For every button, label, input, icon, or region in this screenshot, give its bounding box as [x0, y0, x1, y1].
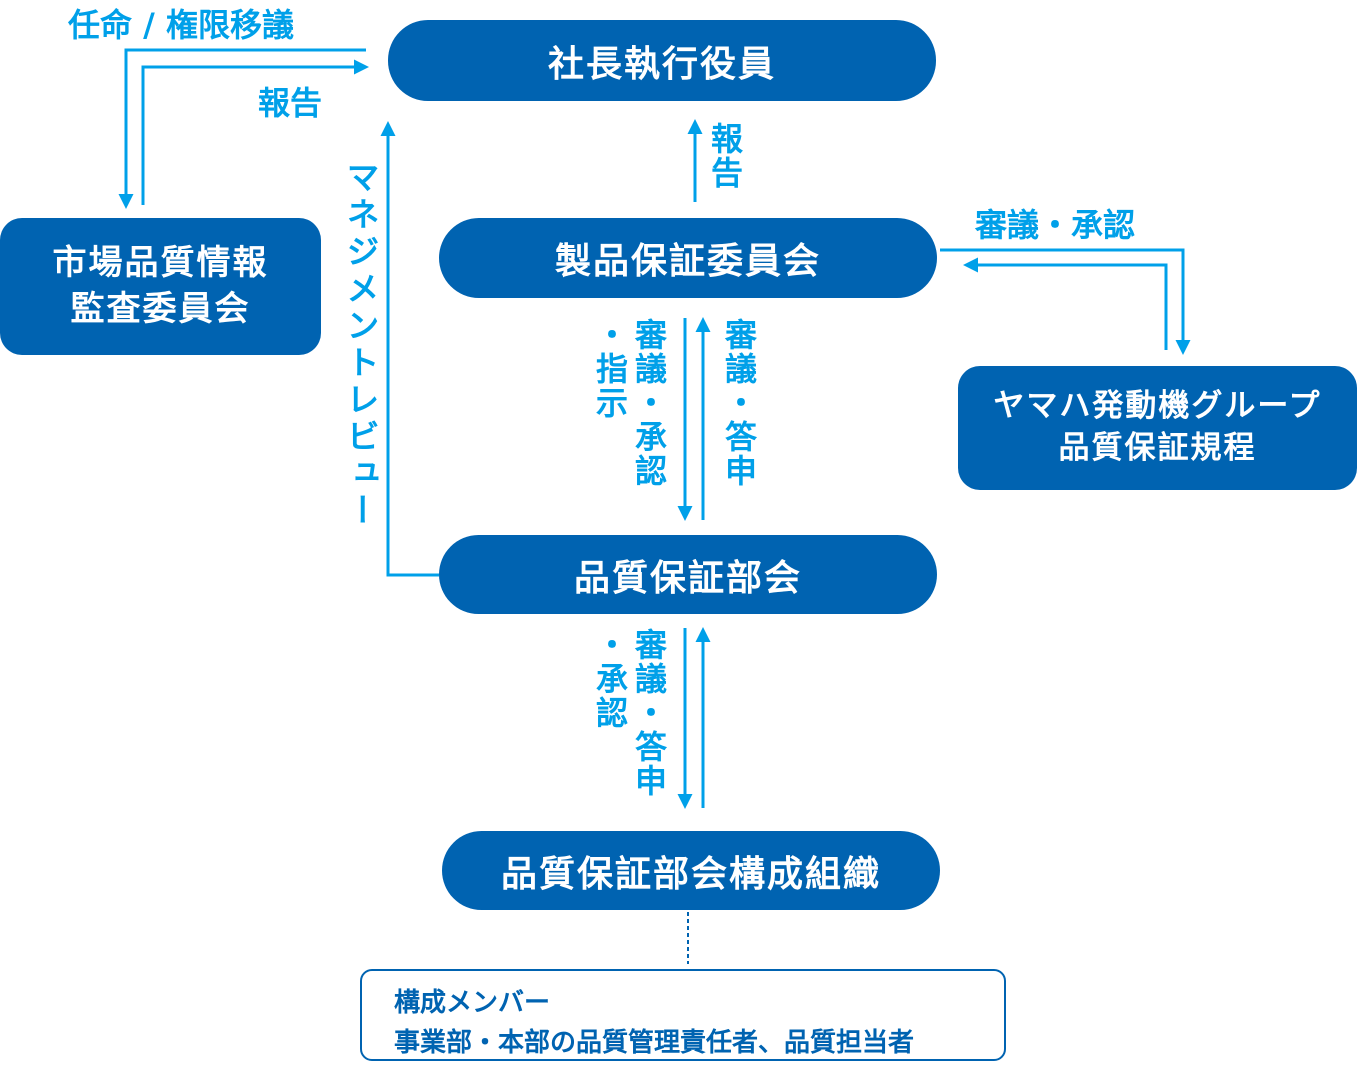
to-rules-arrow: [940, 248, 1191, 355]
up1-label: 審議・答申: [720, 318, 758, 488]
management-review-arrow: [380, 121, 439, 577]
product-committee-box: 製品保証委員会: [439, 218, 937, 298]
report-top-label: 報告: [258, 84, 323, 122]
management-review-label: マネジメントレビュー: [341, 160, 380, 530]
down2-label-a: 審議・答申: [630, 628, 668, 798]
members-text: 事業部・本部の品質管理責任者、品質担当者: [394, 1028, 915, 1058]
down1-label-b: ・指示: [591, 318, 629, 420]
president-label: 社長執行役員: [547, 43, 776, 85]
product-committee-label: 製品保証委員会: [554, 241, 821, 282]
report-arrow-top: [141, 59, 369, 205]
audit-committee-line1: 市場品質情報: [52, 242, 269, 283]
deliberate-approve-right-label: 審議・承認: [975, 206, 1136, 244]
members-title: 構成メンバー: [394, 988, 551, 1018]
appoint-label: 任命 / 権限移議: [68, 6, 294, 44]
group-rules-box: ヤマハ発動機グループ 品質保証規程: [958, 366, 1357, 490]
qa-org-box: 品質保証部会構成組織: [442, 831, 940, 910]
down2-label-b: ・承認: [591, 628, 629, 730]
qa-org-label: 品質保証部会構成組織: [500, 853, 881, 895]
qa-meeting-box: 品質保証部会: [439, 535, 937, 614]
from-rules-arrow: [963, 257, 1168, 350]
report-mid-label: 報告: [706, 122, 744, 190]
group-rules-line1: ヤマハ発動機グループ: [993, 388, 1322, 425]
president-box: 社長執行役員: [388, 20, 936, 101]
down1-label-a: 審議・承認: [630, 318, 668, 488]
audit-committee-line2: 監査委員会: [70, 288, 251, 329]
members-box: 構成メンバー 事業部・本部の品質管理責任者、品質担当者: [360, 969, 1006, 1061]
appoint-arrow: [118, 48, 366, 209]
group-rules-line2: 品質保証規程: [1058, 430, 1257, 466]
audit-committee-box: 市場品質情報 監査委員会: [0, 218, 321, 355]
qa-meeting-label: 品質保証部会: [573, 557, 802, 599]
